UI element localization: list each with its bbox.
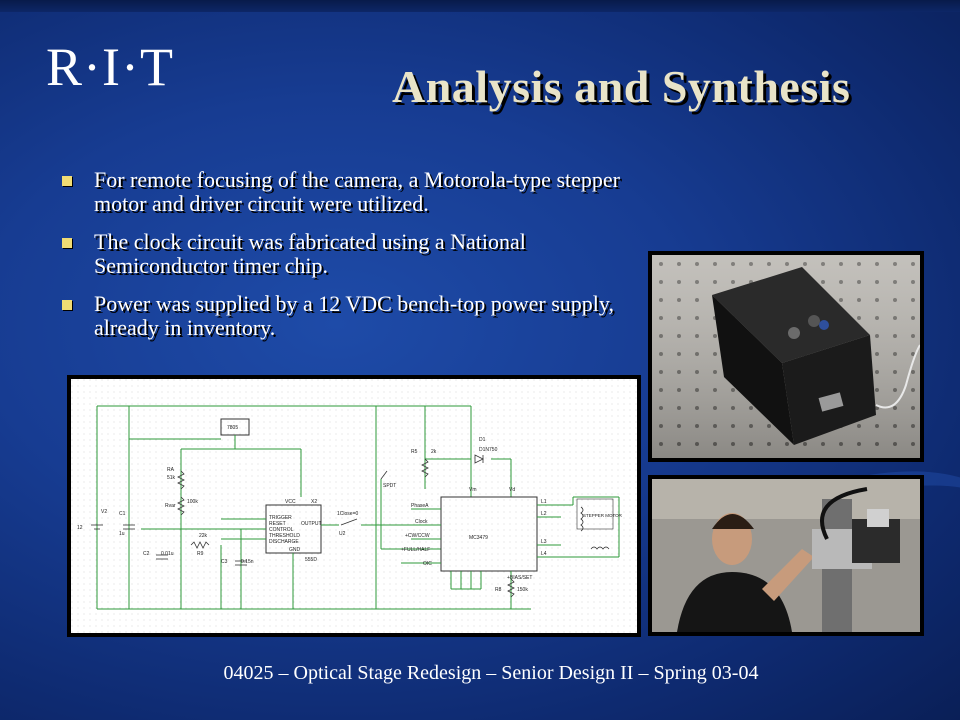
- top-band: [0, 0, 960, 12]
- c2-value: 0.01u: [161, 551, 174, 557]
- c1-label: C1: [119, 511, 126, 517]
- reg-label: 7805: [227, 425, 238, 431]
- vm-label: Vm: [469, 487, 477, 493]
- phasea-label: PhaseA: [411, 503, 429, 509]
- r5-value: 2k: [431, 449, 437, 455]
- gnd-label: GND: [289, 547, 301, 553]
- student-photo: [648, 475, 924, 636]
- d1-label: D1: [479, 437, 486, 443]
- r9-value: 22k: [199, 533, 208, 539]
- r8-value: 150k: [517, 587, 528, 593]
- bullet-item: For remote focusing of the camera, a Mot…: [58, 168, 648, 216]
- timer-label: 555D: [305, 557, 317, 563]
- rvar-label: Rvar: [165, 503, 176, 509]
- l3-label: L3: [541, 539, 547, 545]
- biasset-label: +BIAS/SET: [507, 575, 532, 581]
- control-label: CONTROL: [269, 527, 294, 533]
- bullet-square-icon: [62, 238, 72, 248]
- x2-label: X2: [311, 499, 317, 505]
- c3-label: C3: [221, 559, 228, 565]
- fullhalf-label: +FULL/HALF: [401, 547, 430, 553]
- bullet-item: The clock circuit was fabricated using a…: [58, 230, 648, 278]
- rit-logo: R·I·T: [46, 37, 174, 97]
- r9-label: R9: [197, 551, 204, 557]
- v2-label: V2: [101, 509, 107, 515]
- l1-label: L1: [541, 499, 547, 505]
- slide-title: Analysis and Synthesis: [392, 61, 851, 112]
- switch-label: 1Close=0: [337, 511, 358, 517]
- output-label: OUTPUT: [301, 521, 322, 527]
- ra-label: RA: [167, 467, 175, 473]
- bullet-square-icon: [62, 176, 72, 186]
- ra-value: 51k: [167, 475, 176, 481]
- threshold-label: THRESHOLD: [269, 533, 300, 539]
- ic-label: MC3479: [469, 535, 488, 541]
- discharge-label: DISCHARGE: [269, 539, 299, 545]
- enclosure-photo: [648, 251, 924, 462]
- l4-label: L4: [541, 551, 547, 557]
- c3-value: 0.15n: [241, 559, 254, 565]
- trigger-label: TRIGGER: [269, 515, 292, 521]
- vd-label: Vd: [509, 487, 515, 493]
- motor-label: STEPPER MOTOR: [583, 513, 623, 518]
- rvar-value: 100k: [187, 499, 198, 505]
- r5-label: R5: [411, 449, 418, 455]
- u2-label: U2: [339, 531, 346, 537]
- d1-value: D1N750: [479, 447, 498, 453]
- bullet-list: For remote focusing of the camera, a Mot…: [58, 168, 648, 354]
- bullet-square-icon: [62, 300, 72, 310]
- slide-footer: 04025 – Optical Stage Redesign – Senior …: [223, 662, 759, 684]
- circuit-schematic: 7805 V2 12 C1 1u RA 51k Rvar 100k 22k R9…: [67, 375, 641, 637]
- bullet-text: For remote focusing of the camera, a Mot…: [94, 167, 620, 216]
- spdt-label: SPDT: [383, 483, 396, 489]
- vcc-label: VCC: [285, 499, 296, 505]
- c1-value: 1u: [119, 531, 125, 537]
- bullet-item: Power was supplied by a 12 VDC bench-top…: [58, 292, 648, 340]
- bullet-text: Power was supplied by a 12 VDC bench-top…: [94, 291, 614, 340]
- r8-label: R8: [495, 587, 502, 593]
- oic-label: OIC: [423, 561, 432, 567]
- v2-value: 12: [77, 525, 83, 531]
- c2-label: C2: [143, 551, 150, 557]
- bullet-text: The clock circuit was fabricated using a…: [94, 229, 526, 278]
- l2-label: L2: [541, 511, 547, 517]
- clock-label: Clock: [415, 519, 428, 525]
- reset-label: RESET: [269, 521, 286, 527]
- cwccw-label: +CW/CCW: [405, 533, 430, 539]
